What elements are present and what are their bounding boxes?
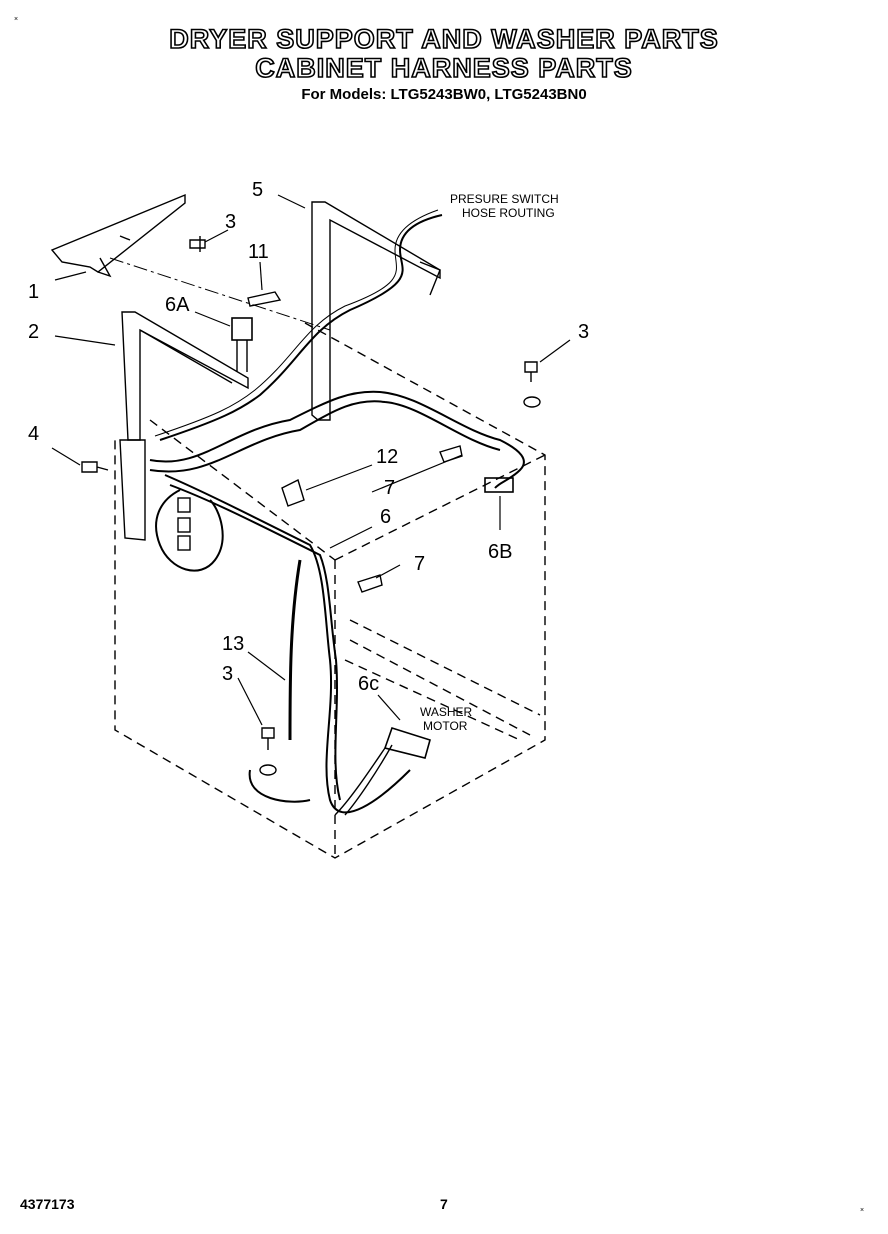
callout-7-lower: 7 (414, 553, 425, 575)
clip-7-lower (357, 574, 383, 593)
left-support-part-2 (119, 311, 249, 541)
note-pressure-switch: PRESURE SWITCH (450, 192, 559, 206)
wire-harness (149, 390, 525, 814)
registration-mark-top-left: × (14, 16, 19, 23)
connector-6b (484, 477, 514, 493)
support-plate-part-1 (50, 193, 186, 278)
callout-7-upper: 7 (384, 477, 395, 499)
model-numbers: For Models: LTG5243BW0, LTG5243BN0 (301, 86, 587, 103)
centerline (109, 257, 331, 331)
callout-1: 1 (28, 281, 39, 303)
leader-lines (51, 194, 571, 726)
note-motor: MOTOR (423, 719, 468, 733)
callout-11: 11 (248, 241, 269, 263)
callout-2: 2 (28, 321, 39, 343)
callout-6c: 6c (358, 673, 379, 695)
screw-3-right (524, 361, 538, 382)
callout-3-bottom: 3 (222, 663, 233, 685)
note-hose-routing: HOSE ROUTING (462, 206, 555, 220)
callout-12: 12 (376, 446, 398, 468)
callout-6b: 6B (488, 541, 512, 563)
callout-6a: 6A (165, 294, 190, 316)
registration-mark-bottom-right: × (860, 1207, 865, 1214)
callout-3-top: 3 (225, 211, 236, 233)
connector-6a (231, 317, 253, 341)
callout-5: 5 (252, 179, 263, 201)
callout-4: 4 (28, 423, 39, 445)
screw-3-top-left (189, 236, 206, 252)
screw-4 (81, 461, 109, 473)
clip-11 (247, 291, 282, 307)
page-title-line1: DRYER SUPPORT AND WASHER PARTS (168, 23, 719, 55)
callout-3-right: 3 (578, 321, 589, 343)
callout-13: 13 (222, 633, 244, 655)
right-support-part-5 (311, 201, 441, 421)
connector-6c (383, 727, 431, 759)
page-title-line2: CABINET HARNESS PARTS (254, 52, 633, 84)
screw-3-bottom (261, 727, 275, 750)
clip-7-upper (439, 445, 463, 463)
note-washer: WASHER (420, 705, 473, 719)
clip-12 (281, 479, 305, 507)
page-number: 7 (440, 1196, 448, 1212)
pressure-hose (159, 214, 443, 441)
document-number: 4377173 (20, 1196, 75, 1212)
callout-6: 6 (380, 506, 391, 528)
